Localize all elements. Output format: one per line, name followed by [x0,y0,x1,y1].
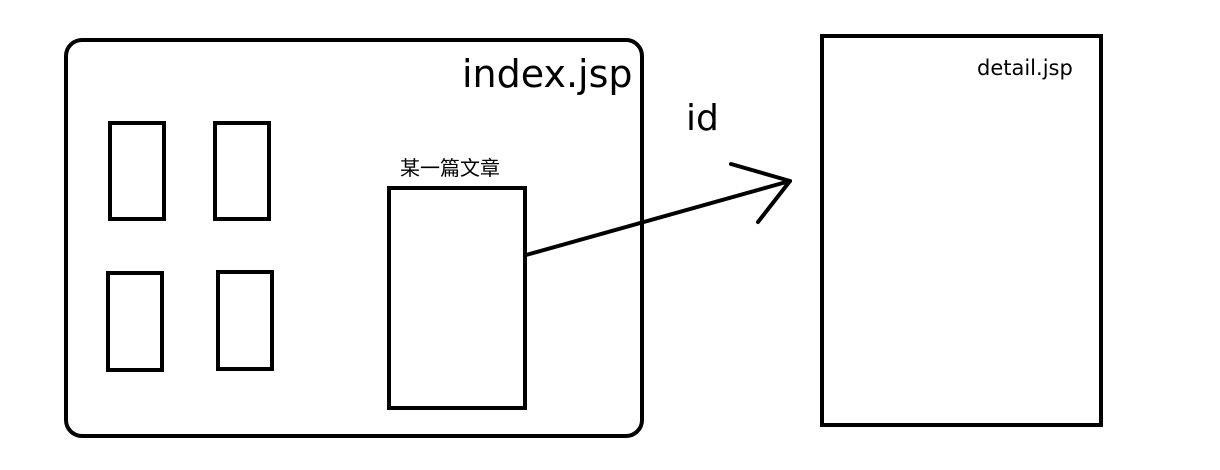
detail-page-box [820,34,1103,427]
index-page-title: index.jsp [462,52,633,96]
article-label: 某一篇文章 [400,156,500,180]
detail-page-title: detail.jsp [977,56,1073,80]
index-page-box [64,38,644,438]
article-box [387,186,527,410]
article-thumb-3 [106,271,164,372]
article-thumb-4 [216,270,274,371]
arrow-head-icon [729,162,792,224]
id-label: id [686,98,719,139]
article-thumb-2 [213,121,271,221]
article-thumb-1 [108,121,166,221]
